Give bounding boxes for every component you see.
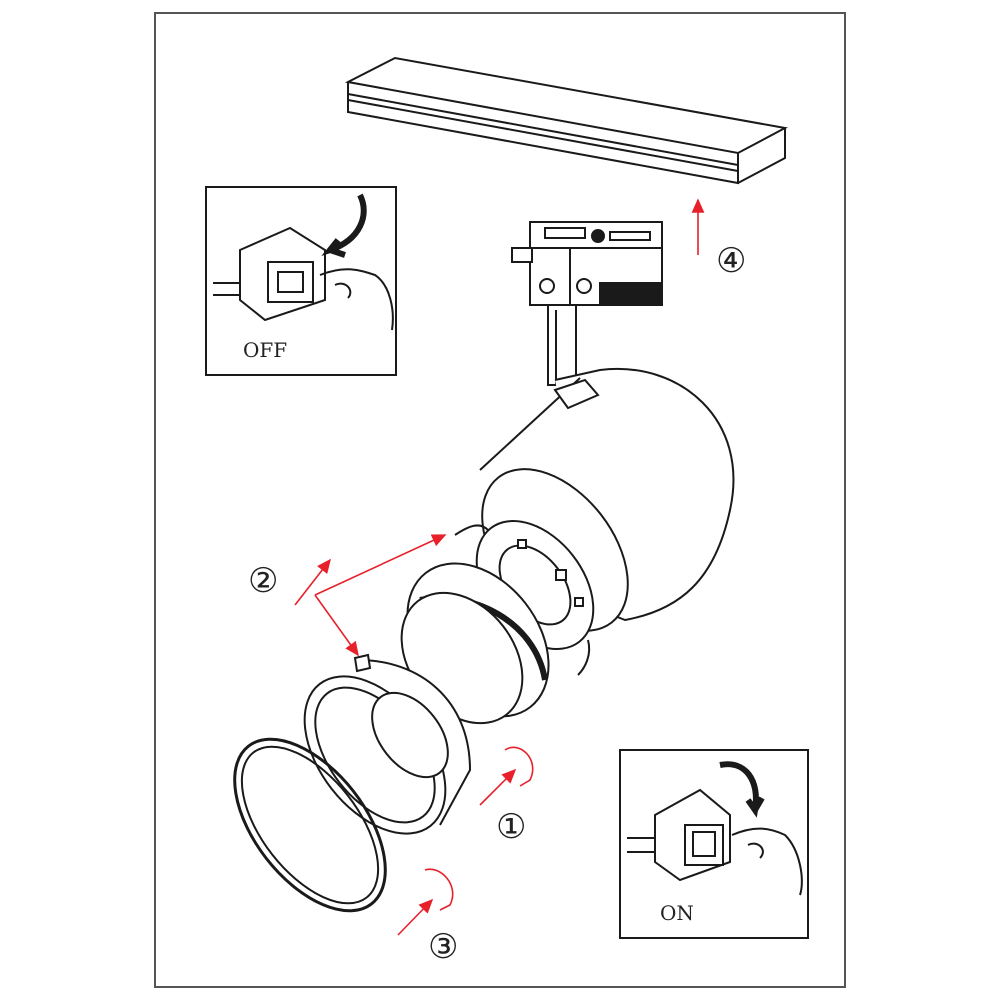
step-2-label: ② [248, 561, 278, 601]
step-1-label: ① [496, 807, 526, 847]
on-switch-panel: ON [619, 749, 809, 939]
off-switch-icon [213, 226, 394, 331]
page-frame [154, 12, 846, 988]
step-4-label: ④ [716, 241, 746, 281]
step-1-rotate [504, 746, 534, 787]
off-switch-panel: OFF [205, 186, 397, 376]
front-ring [233, 737, 387, 913]
on-switch-icon [627, 788, 803, 896]
off-label: OFF [243, 338, 287, 362]
step-2-arrow-a [314, 534, 447, 596]
step-1-arrow [479, 768, 517, 806]
track-adapter [511, 221, 663, 386]
step-2-arrow-b [314, 594, 359, 657]
step-2-arrow-up [294, 558, 331, 606]
step-3-label: ③ [428, 927, 458, 967]
step-3-arrow [397, 898, 434, 936]
reflector-cup [303, 653, 472, 835]
track-rail [344, 56, 789, 185]
turn-on-arrow-icon [719, 761, 765, 818]
step-arrows [294, 198, 705, 936]
step-3-rotate [424, 868, 454, 911]
turn-off-arrow-icon [321, 193, 367, 258]
on-label: ON [660, 901, 694, 925]
